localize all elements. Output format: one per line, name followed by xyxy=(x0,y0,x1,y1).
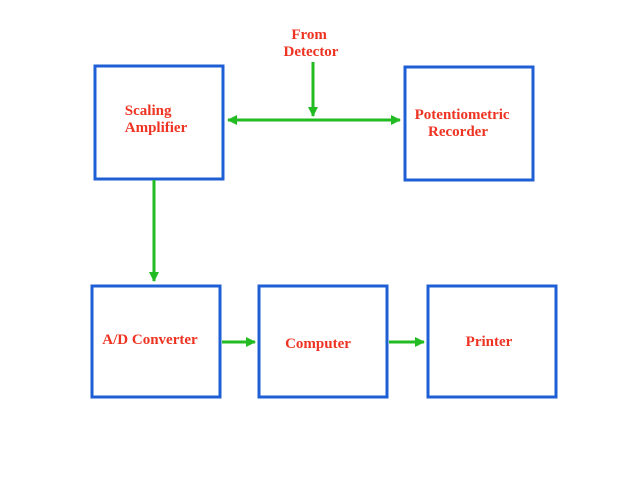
detector-label-line1: From xyxy=(291,27,327,43)
potentiometric-recorder-label-line1: Potentiometric xyxy=(415,107,510,123)
potentiometric-recorder-label-line2: Recorder xyxy=(428,124,488,140)
printer-label: Printer xyxy=(466,334,513,350)
potentiometric-recorder-box xyxy=(403,65,535,182)
scaling-amplifier-label: Scaling Amplifier xyxy=(125,103,188,136)
scaling-amplifier-label-line2: Amplifier xyxy=(125,120,188,136)
scaling-amplifier-box xyxy=(93,64,225,181)
potentiometric-recorder-label: Potentiometric Recorder xyxy=(415,107,514,140)
ad-converter-box xyxy=(90,284,222,399)
scaling-amplifier-label-line1: Scaling xyxy=(125,103,172,119)
computer-label: Computer xyxy=(285,336,351,352)
detector-label-line2: Detector xyxy=(284,44,339,60)
computer-box xyxy=(257,284,389,399)
detector-label: From Detector xyxy=(284,27,339,60)
ad-converter-label: A/D Converter xyxy=(102,332,198,348)
printer-box xyxy=(426,284,558,399)
